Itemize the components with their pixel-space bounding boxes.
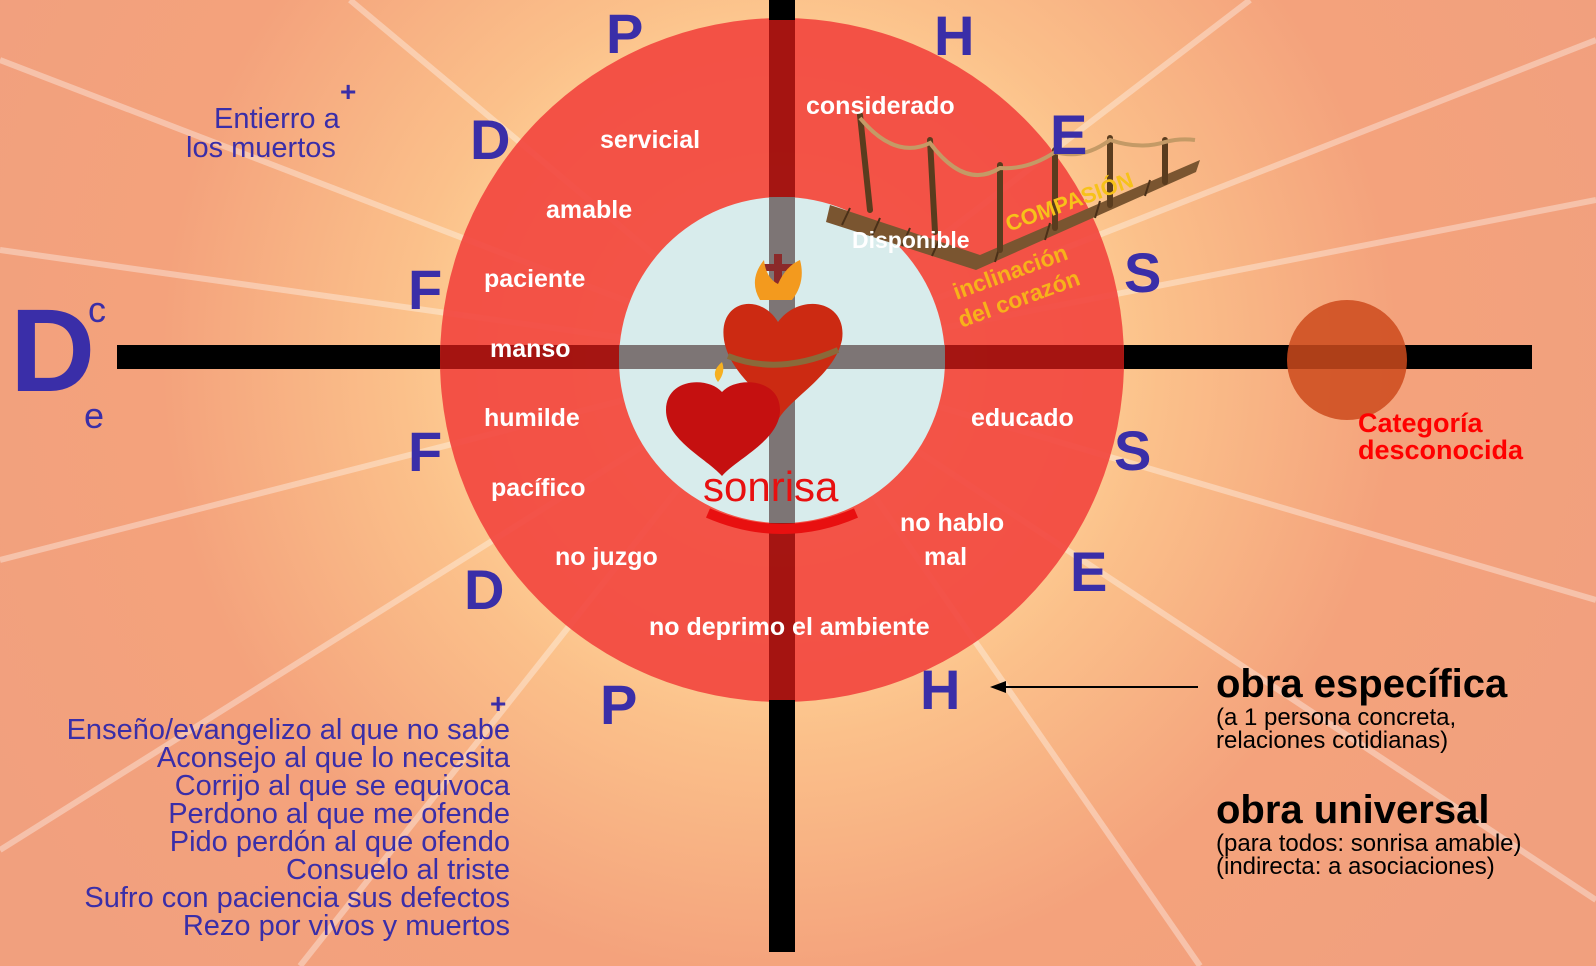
works-item: Rezo por vivos y muertos [67,912,510,940]
works-item: Consuelo al triste [67,856,510,884]
sub-e: e [84,398,104,434]
vertical-axis-bottom [769,700,795,952]
word-pacifico: pacífico [491,476,585,501]
word-disponible: Disponible [852,229,970,252]
word-manso: manso [490,337,571,362]
letter-f-lower-left: F [408,424,442,480]
works-item: Pido perdón al que ofendo [67,828,510,856]
entierro-line-2: los muertos [186,134,336,163]
word-considerado: considerado [806,94,955,119]
letter-h-bottom: H [920,662,960,718]
letter-d-lower-left: D [464,562,504,618]
obra-especifica-title: obra específica [1216,664,1507,704]
works-item: Corrijo al que se equivoca [67,772,510,800]
sonrisa-label: sonrisa [703,466,838,508]
letter-d-upper-left: D [470,112,510,168]
letter-s-lower-right: S [1114,423,1151,479]
letter-e-upper-right: E [1050,107,1087,163]
word-humilde: humilde [484,406,580,431]
letter-e-lower-right: E [1070,544,1107,600]
word-no-hablo-1: no hablo [900,511,1004,536]
word-paciente: paciente [484,267,585,292]
letter-p-top: P [606,6,643,62]
works-item: Sufro con paciencia sus defectos [67,884,510,912]
word-educado: educado [971,406,1074,431]
sup-c: c [88,292,106,328]
word-amable: amable [546,198,632,223]
word-servicial: servicial [600,128,700,153]
letter-h-top: H [934,8,974,64]
obra-universal-title: obra universal [1216,790,1489,830]
category-circle [1287,300,1407,420]
letter-s-upper-right: S [1124,245,1161,301]
word-no-deprimo: no deprimo el ambiente [649,615,930,640]
big-d: D [10,292,95,410]
horizontal-axis-left [117,345,440,369]
categoria-line-1: Categoría [1358,410,1483,437]
obra-universal-sub-1: (para todos: sonrisa amable) [1216,832,1521,855]
vertical-axis-top [769,0,795,20]
arrow-left-icon [990,681,1198,693]
entierro-line-1: Entierro a [214,105,340,134]
works-list: Enseño/evangelizo al que no sabe Aconsej… [67,716,510,940]
categoria-line-2: desconocida [1358,437,1523,464]
works-item: Aconsejo al que lo necesita [67,744,510,772]
obra-universal-sub-2: (indirecta: a asociaciones) [1216,855,1495,878]
works-item: Enseño/evangelizo al que no sabe [67,716,510,744]
word-no-juzgo: no juzgo [555,545,658,570]
letter-p-bottom: P [600,677,637,733]
obra-especifica-sub-1: (a 1 persona concreta, [1216,706,1456,729]
letter-f-upper-left: F [408,262,442,318]
obra-especifica-sub-2: relaciones cotidianas) [1216,729,1448,752]
word-no-hablo-2: mal [924,545,967,570]
plus-top: + [340,76,356,108]
works-item: Perdono al que me ofende [67,800,510,828]
